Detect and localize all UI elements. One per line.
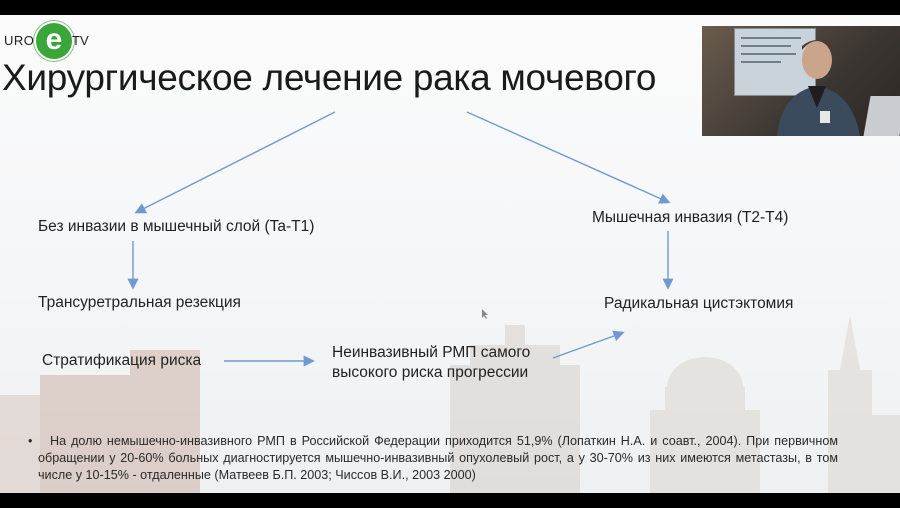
logo-tv-text: TV — [72, 33, 89, 48]
arrow-highrisk-to-cystectomy — [552, 330, 625, 359]
letterbox-bottom — [0, 493, 900, 508]
slide-title: Хирургическое лечение рака мочевого — [2, 57, 657, 98]
city-skyline-background — [0, 315, 900, 493]
bullet-dot: • — [28, 434, 33, 448]
letterbox-top — [0, 0, 900, 15]
laptop — [863, 96, 900, 136]
left-branch-label: Без инвазии в мышечный слой (Ta-T1) — [38, 218, 315, 235]
right-branch-label: Мышечная инвазия (T2-T4) — [592, 209, 789, 226]
bullet-content: На долю немышечно-инвазивного РМП в Росс… — [38, 434, 838, 482]
logo-uro-text: URO — [4, 33, 35, 48]
slide-bullet-text: • На долю немышечно-инвазивного РМП в Ро… — [28, 433, 838, 484]
arrow-title-to-left — [134, 111, 336, 214]
flow-arrows — [127, 111, 674, 367]
cystectomy-step: Радикальная цистэктомия — [604, 295, 794, 312]
urotv-logo: URO e TV — [4, 21, 94, 61]
high-risk-nmibc-step: Неинвазивный РМП самого высокого риска п… — [332, 344, 531, 381]
logo-e-circle: e — [34, 21, 74, 61]
speaker-silhouette — [777, 40, 860, 136]
speaker-video-pip — [702, 26, 900, 136]
arrow-title-to-right — [466, 111, 671, 204]
resection-step: Трансуретральная резекция — [38, 294, 241, 311]
mouse-cursor-icon — [482, 309, 488, 319]
risk-stratification-step: Стратификация риска — [42, 352, 202, 369]
